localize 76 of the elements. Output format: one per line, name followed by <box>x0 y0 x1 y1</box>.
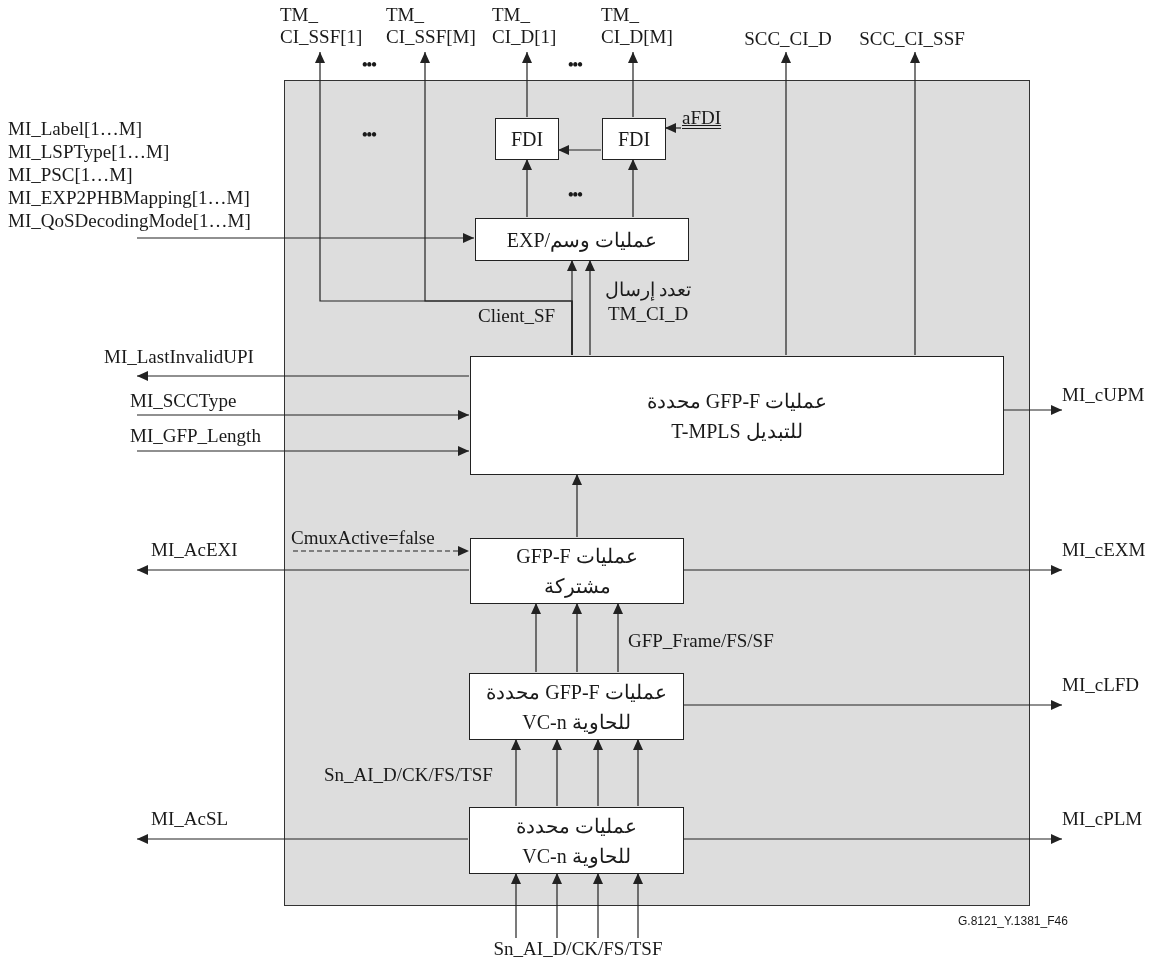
arrow <box>664 123 682 133</box>
signal-label: MI_AcEXI <box>134 539 252 570</box>
signal-label: MI_SCCType <box>130 390 254 415</box>
arrow <box>682 834 1063 844</box>
signal-label: MI_PSC[1…M] <box>8 163 134 186</box>
signal-label: MI_cEXM <box>1062 539 1156 570</box>
process-box <box>495 118 559 160</box>
process-box <box>469 807 684 874</box>
signal-label: MI_LastInvalidUPI <box>104 346 276 376</box>
arrow <box>511 738 521 807</box>
signal-label: CmuxActive=false <box>291 527 461 552</box>
arrow <box>1002 405 1063 415</box>
signal-label: SCC_CI_D <box>736 28 840 52</box>
arrow <box>781 51 791 356</box>
process-box <box>602 118 666 160</box>
signal-label: SCC_CI_SSF <box>848 28 976 52</box>
arrow <box>910 51 920 356</box>
process-label: FDI <box>617 127 651 152</box>
arrow <box>136 446 470 456</box>
ellipsis: ••• <box>362 126 376 144</box>
process-box <box>475 218 689 261</box>
signal-label: MI_LSPType[1…M] <box>8 140 171 163</box>
arrow <box>522 51 532 118</box>
signal-label: MI_GFP_Length <box>130 425 282 451</box>
signal-label: TM_ CI_D[1] <box>492 4 572 52</box>
process-label: عمليات GFP-F محددة للتبديل T-MPLS <box>645 388 829 444</box>
arrow <box>682 700 1063 710</box>
signal-label: MI_EXP2PHBMapping[1…M] <box>8 186 251 209</box>
signal-label: MI_Label[1…M] <box>8 117 144 140</box>
process-box <box>470 538 684 604</box>
signal-label: aFDI <box>682 107 728 129</box>
process-box <box>470 356 1004 475</box>
arrow <box>557 145 602 155</box>
arrow <box>628 158 638 218</box>
arrow <box>633 872 643 939</box>
arrow <box>682 565 1063 575</box>
process-label: عمليات محددة للحاوية VC-n <box>515 813 638 870</box>
ellipsis: ••• <box>568 56 582 74</box>
ellipsis: ••• <box>568 186 582 204</box>
signal-label: TM_ CI_SSF[1] <box>280 4 380 52</box>
process-label: عمليات وسم/EXP <box>506 227 658 254</box>
process-box <box>469 673 684 740</box>
arrow <box>585 259 595 356</box>
process-label: عمليات GFP-F محددة للحاوية VC-n <box>485 679 668 736</box>
block-frame <box>284 80 1030 906</box>
signal-label: TM_ CI_D[M] <box>601 4 685 52</box>
signal-label: MI_cPLM <box>1062 808 1156 839</box>
arrow <box>136 371 470 381</box>
arrow <box>420 51 573 356</box>
arrow <box>511 872 521 939</box>
arrow <box>531 602 541 673</box>
arrow <box>522 158 532 218</box>
arrow <box>136 834 469 844</box>
arrow <box>572 602 582 673</box>
signal-label: TM_ CI_SSF[M] <box>386 4 490 52</box>
signal-label: MI_AcSL <box>134 808 244 839</box>
dashed-arrow <box>292 546 470 556</box>
process-label: FDI <box>510 127 544 152</box>
arrow <box>136 233 475 243</box>
signal-label: Sn_AI_D/CK/FS/TSF <box>478 938 678 960</box>
signal-label: MI_QoSDecodingMode[1…M] <box>8 209 252 232</box>
figure-id: G.8121_Y.1381_F46 <box>958 914 1068 928</box>
arrow <box>552 872 562 939</box>
arrow <box>552 738 562 807</box>
arrow <box>628 51 638 118</box>
arrow <box>593 872 603 939</box>
ellipsis: ••• <box>362 56 376 74</box>
signal-label: MI_cLFD <box>1062 674 1156 705</box>
arrow <box>593 738 603 807</box>
signal-label: MI_cUPM <box>1062 384 1156 410</box>
arrow <box>572 473 582 538</box>
arrow <box>613 602 623 673</box>
arrow <box>136 565 470 575</box>
arrow <box>136 410 470 420</box>
arrow <box>633 738 643 807</box>
process-label: عمليات GFP-F مشتركة <box>515 544 639 600</box>
